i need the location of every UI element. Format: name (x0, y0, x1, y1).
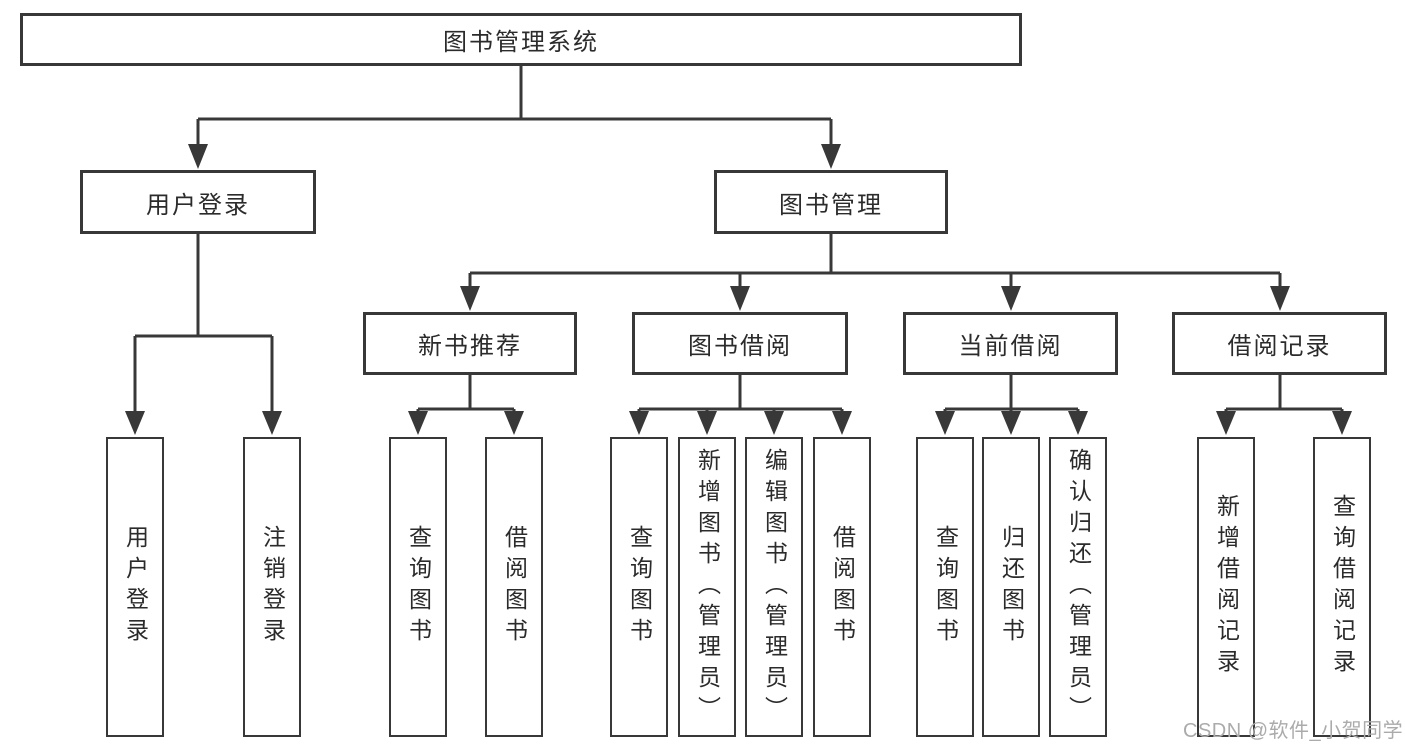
leaf-return-book: 归还图书 (982, 437, 1040, 737)
leaf-logout: 注销登录 (243, 437, 301, 737)
leaf-add-book-admin: 新增图书（管理员） (678, 437, 736, 737)
leaf-edit-book-admin: 编辑图书（管理员） (745, 437, 803, 737)
leaf-confirm-return-admin: 确认归还（管理员） (1049, 437, 1107, 737)
leaf-logout-label: 注销登录 (259, 525, 286, 649)
node-book-borrowing-label: 图书借阅 (688, 333, 792, 360)
leaf-user-login-label: 用户登录 (122, 525, 149, 649)
node-new-book-recommendation: 新书推荐 (363, 312, 577, 375)
node-user-login: 用户登录 (80, 170, 316, 234)
leaf-query-books-recommend: 查询图书 (389, 437, 447, 737)
leaf-confirm-return-admin-label: 确认归还（管理员） (1065, 447, 1092, 727)
leaf-return-book-label: 归还图书 (998, 525, 1025, 649)
leaf-query-borrow-record-label: 查询借阅记录 (1329, 494, 1356, 680)
node-borrowing-records-label: 借阅记录 (1227, 333, 1332, 360)
leaf-add-borrow-record-label: 新增借阅记录 (1213, 494, 1240, 680)
node-new-book-recommendation-label: 新书推荐 (418, 333, 522, 360)
node-book-management: 图书管理 (714, 170, 948, 234)
node-root-label: 图书管理系统 (443, 29, 599, 56)
leaf-query-books-current-label: 查询图书 (932, 525, 959, 649)
watermark-text: CSDN @软件_小贺同学 (1183, 720, 1404, 742)
node-root: 图书管理系统 (20, 13, 1022, 66)
leaf-query-books-current: 查询图书 (916, 437, 974, 737)
leaf-query-borrow-record: 查询借阅记录 (1313, 437, 1371, 737)
leaf-borrow-books-recommend-label: 借阅图书 (501, 525, 528, 649)
leaf-add-borrow-record: 新增借阅记录 (1197, 437, 1255, 737)
leaf-borrow-books-borrowing: 借阅图书 (813, 437, 871, 737)
leaf-user-login: 用户登录 (106, 437, 164, 737)
leaf-edit-book-admin-label: 编辑图书（管理员） (761, 447, 788, 727)
leaf-query-books-borrowing: 查询图书 (610, 437, 668, 737)
node-current-borrowing: 当前借阅 (903, 312, 1118, 375)
node-borrowing-records: 借阅记录 (1172, 312, 1387, 375)
node-user-login-label: 用户登录 (146, 191, 250, 219)
node-book-borrowing: 图书借阅 (632, 312, 848, 375)
leaf-add-book-admin-label: 新增图书（管理员） (694, 447, 721, 727)
node-book-management-label: 图书管理 (779, 191, 883, 219)
leaf-query-books-borrowing-label: 查询图书 (626, 525, 653, 649)
leaf-query-books-recommend-label: 查询图书 (405, 525, 432, 649)
leaf-borrow-books-borrowing-label: 借阅图书 (829, 525, 856, 649)
leaf-borrow-books-recommend: 借阅图书 (485, 437, 543, 737)
node-current-borrowing-label: 当前借阅 (958, 333, 1063, 360)
